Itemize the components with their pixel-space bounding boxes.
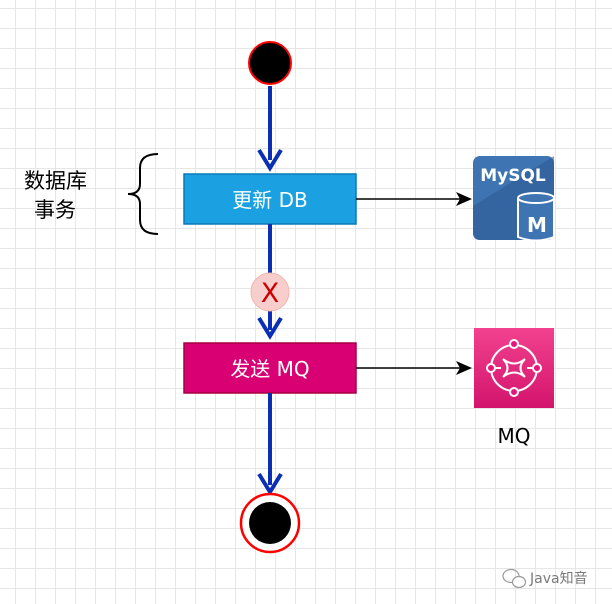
transaction-label-line2: 事务	[34, 198, 76, 222]
transaction-label-line1: 数据库	[24, 169, 87, 193]
mysql-icon: MySQL M	[473, 156, 555, 242]
flow-arrowhead	[456, 361, 472, 375]
mq-icon	[474, 328, 554, 408]
failure-marker[interactable]: X	[250, 272, 290, 312]
flow-arrowhead	[257, 148, 283, 172]
send-mq-label: 发送 MQ	[230, 357, 309, 381]
end-node[interactable]	[239, 492, 301, 554]
start-node[interactable]	[248, 41, 292, 85]
watermark: Java知音	[502, 568, 588, 589]
update-db-node[interactable]: 更新 DB	[183, 173, 357, 225]
flow-arrowhead	[456, 192, 472, 206]
transaction-brace	[127, 153, 159, 235]
mysql-cylinder-icon: M	[517, 192, 555, 242]
mysql-icon-text: MySQL	[480, 166, 546, 186]
flow-arrowhead	[257, 316, 283, 340]
flow-arrowhead	[257, 472, 283, 496]
failure-mark-text: X	[261, 278, 280, 309]
send-mq-node[interactable]: 发送 MQ	[183, 342, 357, 394]
message-queue-icon	[486, 339, 542, 397]
mq-caption: MQ	[498, 424, 531, 448]
update-db-label: 更新 DB	[232, 188, 307, 212]
mysql-badge: M	[527, 213, 547, 237]
watermark-text: Java知音	[529, 570, 588, 587]
wechat-icon	[502, 568, 527, 589]
